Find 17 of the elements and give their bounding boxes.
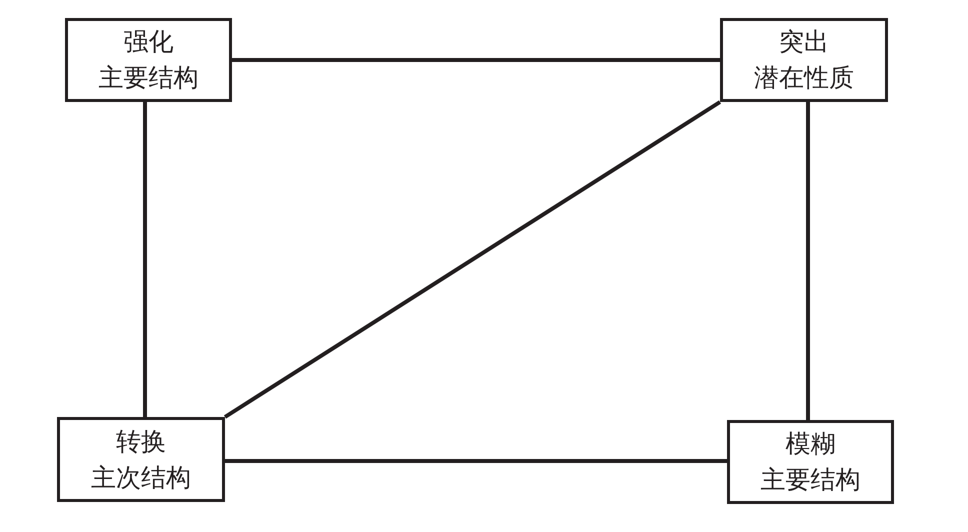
connector-line xyxy=(143,102,147,417)
box-label: 主要结构 xyxy=(98,62,198,94)
text-box xyxy=(720,18,888,102)
connector-line xyxy=(232,58,720,62)
connector-line xyxy=(225,459,727,463)
box-label: 主要结构 xyxy=(760,464,860,496)
box-label: 潜在性质 xyxy=(754,62,854,94)
connector-line xyxy=(806,102,810,420)
box-label: 主次结构 xyxy=(91,462,191,494)
box-label: 突出 xyxy=(779,26,829,58)
box-label: 强化 xyxy=(124,26,174,58)
text-box xyxy=(57,417,225,502)
text-box xyxy=(727,420,894,504)
box-label: 转换 xyxy=(116,426,166,458)
text-box xyxy=(65,18,232,102)
box-label: 模糊 xyxy=(786,428,836,460)
connector-line xyxy=(224,100,722,419)
